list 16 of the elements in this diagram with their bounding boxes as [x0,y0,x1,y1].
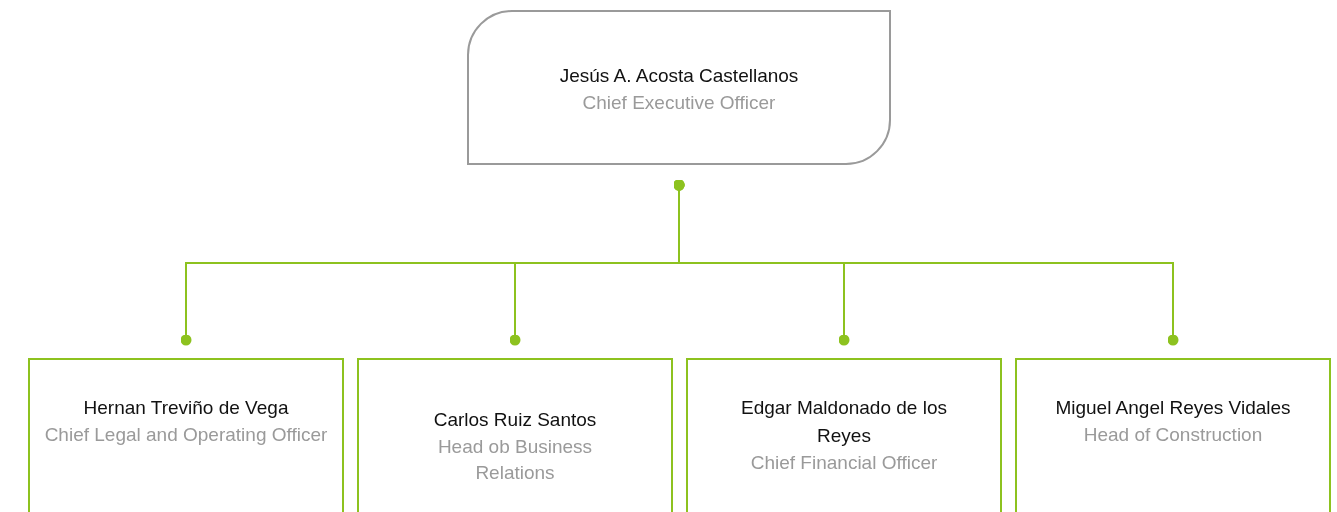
person-name: Jesús A. Acosta Castellanos [559,64,799,88]
executive-box [467,10,891,165]
officer-box [1015,358,1331,512]
job-title: Chief Financial Officer [750,451,938,475]
job-title: Chief Executive Officer [582,91,776,115]
job-title: Head of Construction [1083,423,1263,447]
person-name: Carlos Ruiz Santos [433,408,597,432]
officer-box [686,358,1002,512]
officer-box [28,358,344,512]
connector-line [673,179,1179,346]
officer-box [357,358,673,512]
person-name: Edgar Maldonado de los Reyes [740,396,948,448]
person-name: Miguel Angel Reyes Vidales [1055,396,1291,420]
job-title: Head ob Business Relations [436,435,594,485]
job-title: Chief Legal and Operating Officer [44,423,328,447]
person-name: Hernan Treviño de Vega [83,396,289,420]
